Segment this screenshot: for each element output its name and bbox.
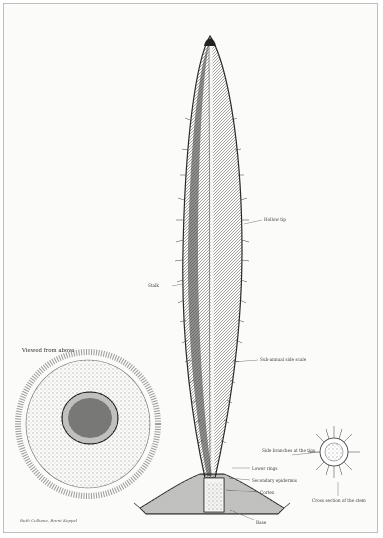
base-column-dots	[206, 482, 222, 510]
top-view-drawing	[18, 352, 158, 496]
label-cross-section: Cross section of the stem	[312, 498, 366, 503]
label-base: Base	[256, 520, 267, 525]
label-secondary-epidermis: Secondary epidermis	[252, 478, 297, 483]
label-lower-rings: Lower rings	[252, 466, 278, 471]
label-viewed-from-above: Viewed from above	[21, 348, 74, 354]
stem-tip	[204, 39, 216, 47]
label-side-branches: Side branches at the tips	[262, 448, 315, 453]
stem-midrib	[211, 44, 213, 476]
label-stalk: Stalk	[148, 283, 159, 288]
artist-signature: Ruth Culhane, Brent Koppel	[19, 518, 78, 523]
stem-cross-section-drawing	[308, 426, 360, 478]
main-stem-drawing	[175, 36, 249, 478]
label-sub-annual: Sub-annual side scale	[260, 357, 307, 362]
label-cortex: Cortex	[260, 490, 275, 495]
label-hollow-tip: Hollow tip	[264, 217, 286, 222]
